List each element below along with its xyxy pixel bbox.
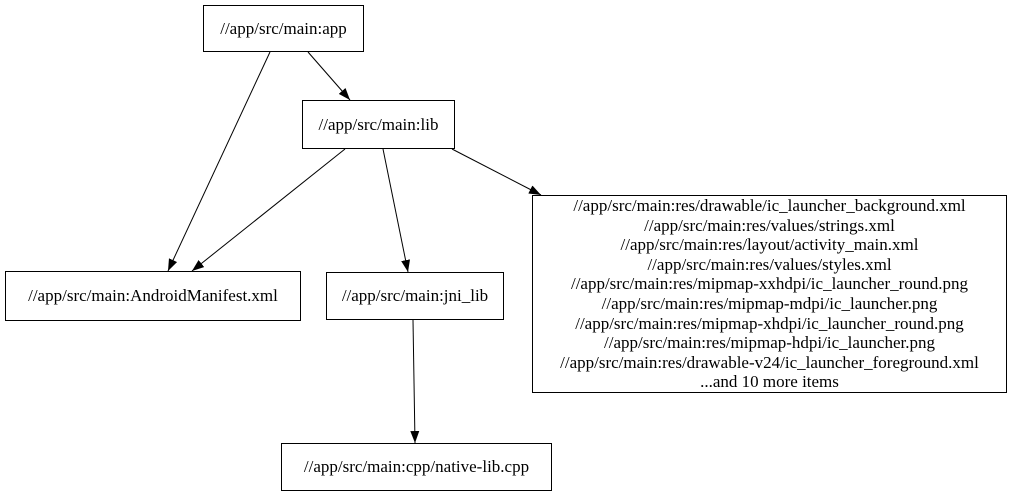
resource-more-items: ...and 10 more items	[700, 372, 839, 392]
node-app: //app/src/main:app	[203, 5, 364, 52]
node-jni-lib-label: //app/src/main:jni_lib	[341, 286, 489, 305]
node-android-manifest: //app/src/main:AndroidManifest.xml	[5, 271, 301, 321]
resource-item: //app/src/main:res/mipmap-xxhdpi/ic_laun…	[570, 274, 969, 294]
edge-app-to-manifest	[167, 51, 271, 272]
node-jni-lib: //app/src/main:jni_lib	[326, 272, 504, 320]
resource-item: //app/src/main:res/mipmap-mdpi/ic_launch…	[601, 294, 938, 313]
resource-item: //app/src/main:res/values/styles.xml	[647, 254, 892, 274]
edge-app-to-lib	[307, 51, 351, 101]
resource-item: //app/src/main:res/values/strings.xml	[644, 215, 895, 235]
resource-item: //app/src/main:res/mipmap-xhdpi/ic_launc…	[575, 313, 964, 333]
edge-lib-to-manifest	[191, 148, 346, 272]
node-android-manifest-label: //app/src/main:AndroidManifest.xml	[28, 286, 278, 305]
resource-item: //app/src/main:res/mipmap-hdpi/ic_launch…	[604, 333, 935, 353]
node-native-lib-cpp-label: //app/src/main:cpp/native-lib.cpp	[303, 457, 530, 476]
resource-item: //app/src/main:res/layout/activity_main.…	[620, 235, 919, 255]
resource-item: //app/src/main:res/drawable-v24/ic_launc…	[560, 352, 979, 372]
node-resources-group: //app/src/main:res/drawable/ic_launcher_…	[532, 195, 1007, 393]
edge-lib-to-jni-lib	[382, 148, 411, 273]
node-lib: //app/src/main:lib	[302, 100, 455, 149]
edge-jni-lib-to-native-lib	[410, 319, 420, 444]
node-native-lib-cpp: //app/src/main:cpp/native-lib.cpp	[281, 443, 552, 491]
edge-lib-to-resources	[451, 148, 542, 196]
resource-item: //app/src/main:res/drawable/ic_launcher_…	[573, 196, 966, 216]
node-app-label: //app/src/main:app	[220, 18, 347, 38]
node-lib-label: //app/src/main:lib	[318, 114, 439, 134]
